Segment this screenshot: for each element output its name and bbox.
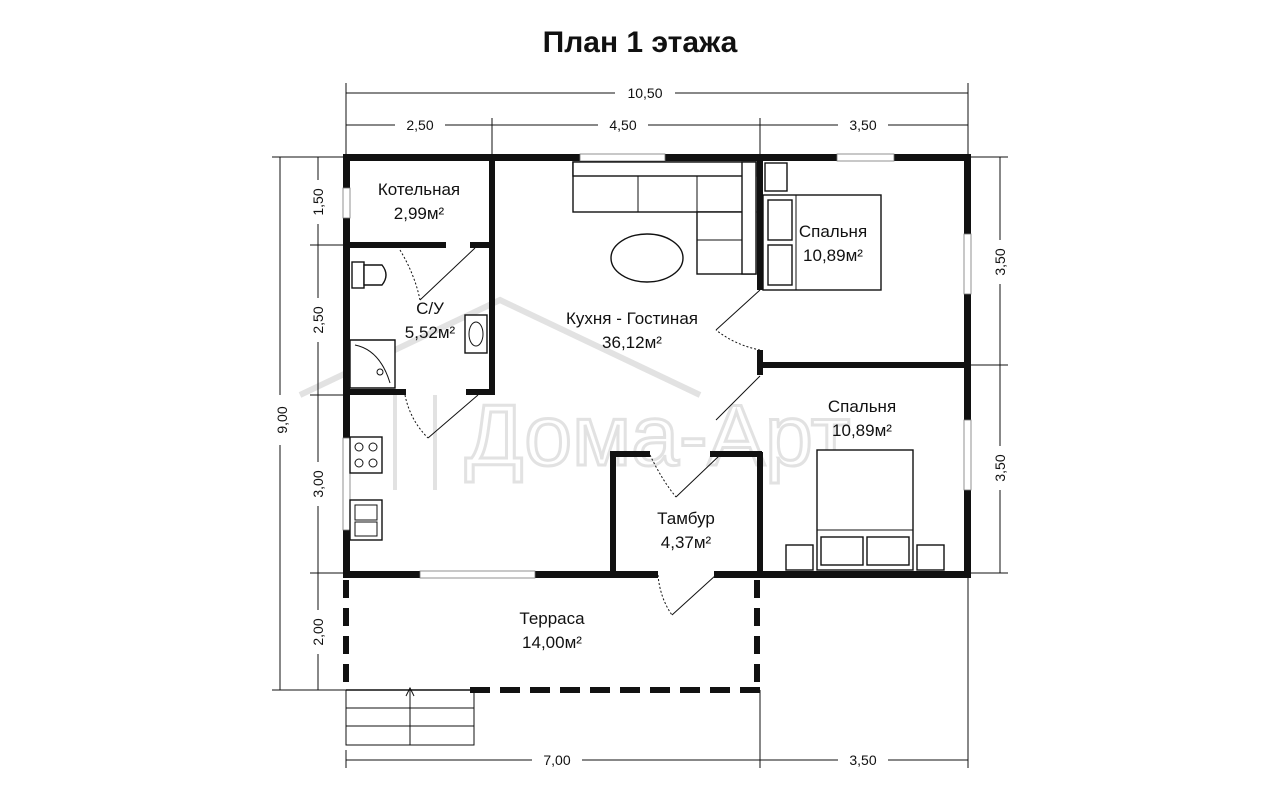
room-name-bedroom-2: Спальня (828, 397, 896, 416)
room-area-vestibule: 4,37м² (661, 533, 712, 552)
dim-left-4: 2,00 (310, 618, 326, 645)
room-name-bathroom: С/У (416, 299, 444, 318)
room-area-terrace: 14,00м² (522, 633, 582, 652)
bed-icon (762, 194, 882, 291)
dim-right-2: 3,50 (992, 454, 1008, 481)
dimension-lines: 10,50 2,50 4,50 3,50 9,00 1,50 2,50 3,00… (270, 83, 1010, 769)
corner-sofa-icon (572, 161, 757, 275)
room-area-bathroom: 5,52м² (405, 323, 456, 342)
toilet-icon (351, 261, 387, 289)
nightstand-icon (916, 544, 945, 571)
room-name-boiler: Котельная (378, 180, 460, 199)
room-name-kitchen-living: Кухня - Гостиная (566, 309, 698, 328)
room-name-terrace: Терраса (519, 609, 585, 628)
room-area-bedroom-2: 10,89м² (832, 421, 892, 440)
dim-top-1: 2,50 (406, 117, 433, 133)
terrace-stairs (345, 686, 475, 746)
sink-icon (464, 314, 488, 354)
dim-left-3: 3,00 (310, 470, 326, 497)
room-area-bedroom-1: 10,89м² (803, 246, 863, 265)
dim-left-1: 1,50 (310, 188, 326, 215)
room-area-boiler: 2,99м² (394, 204, 445, 223)
room-labels: Котельная 2,99м² С/У 5,52м² Кухня - Гост… (378, 180, 896, 652)
room-name-vestibule: Тамбур (657, 509, 715, 528)
nightstand-icon (764, 162, 788, 192)
dim-top-3: 3,50 (849, 117, 876, 133)
doors (399, 247, 761, 616)
stove-icon (349, 436, 383, 474)
kitchen-sink-icon (349, 499, 383, 541)
dim-top-total: 10,50 (627, 85, 662, 101)
dim-left-2: 2,50 (310, 306, 326, 333)
bed-icon (816, 449, 914, 571)
coffee-table-icon (610, 233, 684, 283)
room-name-bedroom-1: Спальня (799, 222, 867, 241)
room-area-kitchen-living: 36,12м² (602, 333, 662, 352)
windows (342, 153, 972, 579)
page-title: План 1 этажа (543, 26, 738, 59)
watermark: Дома-Арт (298, 296, 852, 490)
dim-bottom-2: 3,50 (849, 752, 876, 768)
dim-right-1: 3,50 (992, 248, 1008, 275)
dim-left-total: 9,00 (274, 406, 290, 433)
furniture (349, 161, 945, 571)
watermark-text: Дома-Арт (465, 388, 850, 484)
dim-top-2: 4,50 (609, 117, 636, 133)
nightstand-icon (785, 544, 814, 571)
stairs-arrow-icon (405, 686, 415, 745)
dim-bottom-1: 7,00 (543, 752, 570, 768)
shower-icon (349, 339, 396, 389)
